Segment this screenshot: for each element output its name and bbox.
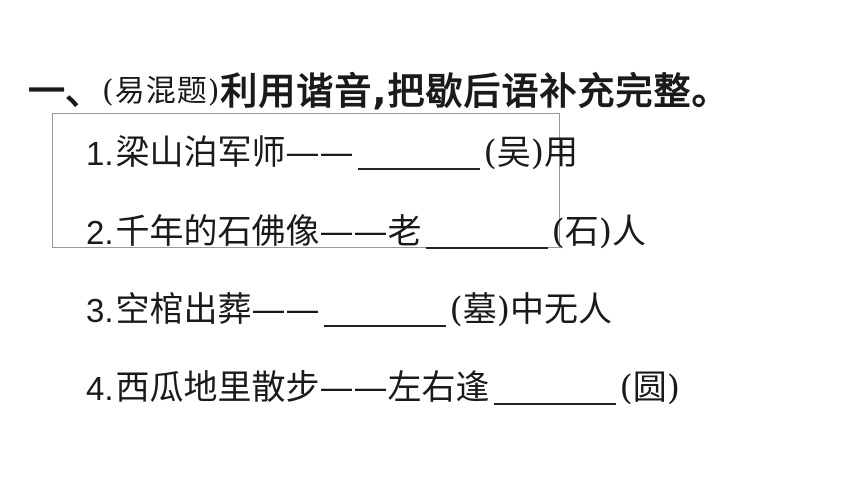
item-prompt: 空棺出葬—— <box>115 290 320 330</box>
highlight-box <box>52 113 560 248</box>
item-prompt: 梁山泊军师—— <box>115 133 354 173</box>
answer-blank[interactable] <box>493 363 616 405</box>
item-number: 1. <box>86 135 114 172</box>
answer-blank[interactable] <box>323 285 446 327</box>
answer-blank[interactable] <box>357 128 480 170</box>
item-hint: (吴)用 <box>483 133 579 173</box>
item-hint: (墓)中无人 <box>449 290 613 330</box>
list-item: 4. 西瓜地里散步——左右逢 (圆) <box>86 357 680 405</box>
item-number: 4. <box>86 370 114 407</box>
list-item: 3. 空棺出葬—— (墓)中无人 <box>86 279 612 327</box>
list-item: 1. 梁山泊军师—— (吴)用 <box>86 122 578 170</box>
item-prompt: 千年的石佛像——老 <box>115 212 422 252</box>
list-item: 2. 千年的石佛像——老 (石)人 <box>86 201 646 249</box>
question-tag: (易混题) <box>102 74 221 109</box>
item-number: 2. <box>86 214 114 251</box>
answer-blank[interactable] <box>425 207 548 249</box>
item-hint: (石)人 <box>551 212 647 252</box>
question-instruction: 利用谐音,把歇后语补充完整。 <box>220 70 730 113</box>
item-number: 3. <box>86 292 114 329</box>
item-hint: (圆) <box>619 368 681 408</box>
item-prompt: 西瓜地里散步——左右逢 <box>115 368 490 408</box>
question-number: 一、 <box>28 70 102 113</box>
question-heading: 一、 (易混题) 利用谐音,把歇后语补充完整。 <box>28 60 729 116</box>
